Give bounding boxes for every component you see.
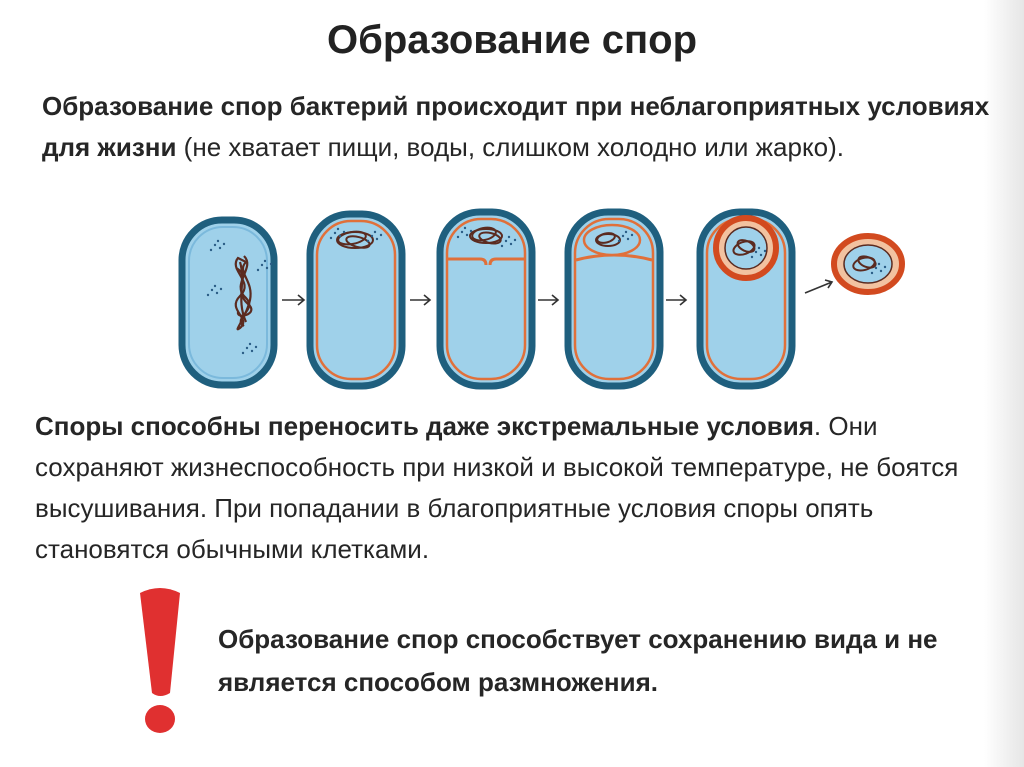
arrow-icon: [282, 295, 304, 305]
stage-5-cell: [700, 212, 792, 386]
exclamation-icon: [130, 585, 190, 740]
stage-4-cell: [568, 212, 660, 386]
arrow-icon: [805, 280, 832, 293]
note-paragraph: Образование спор способствует сохранению…: [218, 618, 1008, 704]
stage-2-cell: [310, 214, 402, 386]
arrow-icon: [666, 295, 686, 305]
stage-1-cell: [182, 220, 274, 385]
stage-3-cell: [440, 212, 532, 386]
spores-bold-text: Споры способны переносить даже экстремал…: [35, 411, 814, 441]
arrow-icon: [410, 295, 430, 305]
spores-paragraph: Споры способны переносить даже экстремал…: [35, 406, 1010, 570]
free-spore: [834, 236, 902, 292]
arrow-icon: [538, 295, 558, 305]
